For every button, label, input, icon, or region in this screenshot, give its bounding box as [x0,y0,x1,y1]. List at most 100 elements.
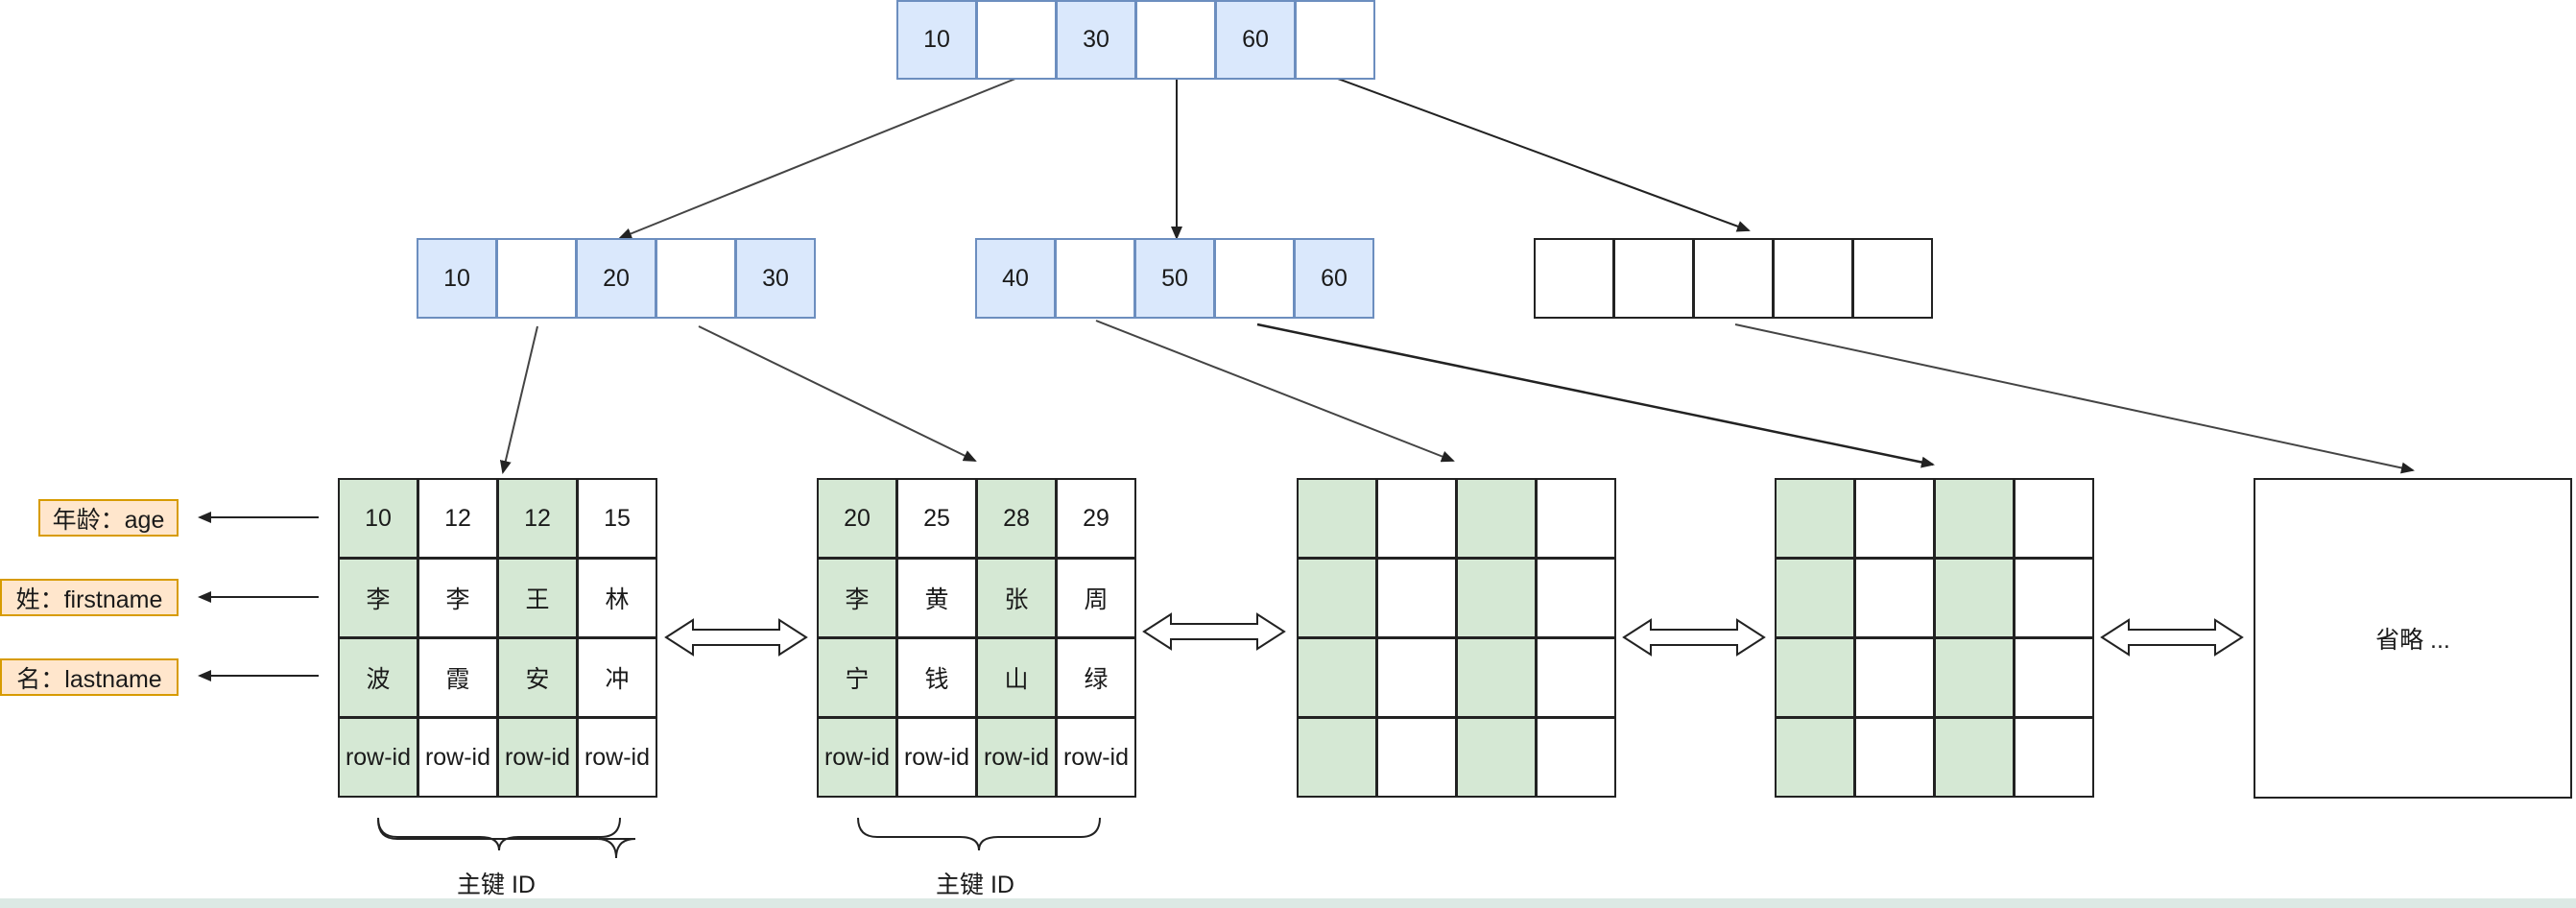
leaf4-cell [1775,717,1855,798]
mid-center-key-40: 40 [975,238,1056,319]
leaf2-cell: 钱 [896,637,977,718]
mid-left-key-20: 20 [576,238,656,319]
pk-caption-leaf1: 主键 ID [457,872,536,898]
leaf3-cell [1376,637,1457,718]
leaf2-cell: 张 [976,558,1057,638]
mid-right-cell-1 [1534,238,1614,319]
mid-right-cell-5 [1852,238,1933,319]
leaf2-cell: 绿 [1056,637,1136,718]
leaf1-cell: 霞 [417,637,498,718]
leaf4-cell [1854,717,1935,798]
leaf1-cell: row-id [497,717,578,798]
leaf4-cell [1775,478,1855,559]
leaf2-cell: 20 [817,478,897,559]
pk-brace-leaf1 [377,818,621,851]
leaf2-cell: row-id [1056,717,1136,798]
leaf4-cell [1854,558,1935,638]
row-label-age: 年龄：age [38,499,179,537]
leaf-link-3-4 [1622,618,1766,657]
pk-brace-leaf1 [377,819,636,859]
leaf3-cell [1456,717,1537,798]
mid-center-pointer-2 [1214,238,1295,319]
leaf2-cell: 29 [1056,478,1136,559]
leaf3-cell [1536,478,1616,559]
mid-center-pointer-1 [1055,238,1135,319]
leaf3-cell [1536,558,1616,638]
leaf-node-omitted: 省略 ... [2254,478,2572,799]
edge-mid-to-leaf5 [1734,323,2415,474]
leaf3-cell [1376,558,1457,638]
edge-root-to-right [1337,78,1751,232]
mid-left-pointer-2 [656,238,736,319]
edge-root-to-left [618,78,1016,240]
leaf4-cell [1854,637,1935,718]
leaf4-cell [1854,478,1935,559]
leaf3-cell [1536,717,1616,798]
leaf1-cell: row-id [417,717,498,798]
mid-left-key-30: 30 [735,238,816,319]
leaf2-cell: row-id [896,717,977,798]
root-key-60: 60 [1215,0,1296,80]
leaf3-cell [1376,717,1457,798]
leaf1-cell: 林 [577,558,657,638]
leaf3-cell [1297,558,1377,638]
leaf3-cell [1456,558,1537,638]
leaf1-cell: row-id [577,717,657,798]
pk-brace-leaf2 [857,818,1101,851]
leaf1-cell: 12 [497,478,578,559]
root-pointer-2 [1135,0,1216,80]
leaf1-cell: row-id [338,717,418,798]
leaf4-cell [1934,717,2015,798]
leaf3-cell [1456,478,1537,559]
leaf2-cell: 黄 [896,558,977,638]
leaf-link-2-3 [1142,612,1286,651]
leaf1-cell: 李 [417,558,498,638]
leaf3-cell [1297,478,1377,559]
leaf4-cell [2014,717,2094,798]
row-label-lastname: 名：lastname [0,658,179,696]
mid-left-pointer-1 [496,238,577,319]
leaf1-cell: 李 [338,558,418,638]
root-pointer-1 [976,0,1057,80]
leaf2-cell: 宁 [817,637,897,718]
leaf3-cell [1456,637,1537,718]
leaf2-cell: 山 [976,637,1057,718]
mid-right-cell-3 [1693,238,1774,319]
leaf2-cell: 李 [817,558,897,638]
leaf3-cell [1297,717,1377,798]
root-key-30: 30 [1056,0,1136,80]
leaf2-cell: 28 [976,478,1057,559]
leaf1-cell: 12 [417,478,498,559]
leaf1-cell: 15 [577,478,657,559]
leaf4-cell [2014,478,2094,559]
leaf1-cell: 10 [338,478,418,559]
leaf4-cell [2014,558,2094,638]
leaf2-cell: row-id [817,717,897,798]
edge-mid-to-leaf4 [1256,323,1935,468]
leaf2-cell: 25 [896,478,977,559]
leaf4-cell [1934,478,2015,559]
leaf4-cell [1934,558,2015,638]
edge-mid-to-leaf2 [698,325,977,462]
leaf1-cell: 王 [497,558,578,638]
leaf-link-4-5 [2100,618,2244,657]
mid-center-key-50: 50 [1134,238,1215,319]
mid-right-cell-4 [1773,238,1853,319]
leaf-link-1-2 [664,618,808,657]
root-pointer-3 [1295,0,1375,80]
leaf4-cell [1934,637,2015,718]
row-label-firstname: 姓：firstname [0,579,179,616]
leaf1-cell: 安 [497,637,578,718]
mid-left-key-10: 10 [417,238,497,319]
leaf4-cell [1775,637,1855,718]
leaf4-cell [1775,558,1855,638]
root-key-10: 10 [896,0,977,80]
edge-mid-to-leaf1 [499,325,538,474]
leaf2-cell: 周 [1056,558,1136,638]
leaf2-cell: row-id [976,717,1057,798]
omitted-text: 省略 ... [2375,627,2450,654]
mid-center-key-60: 60 [1294,238,1374,319]
leaf1-cell: 波 [338,637,418,718]
